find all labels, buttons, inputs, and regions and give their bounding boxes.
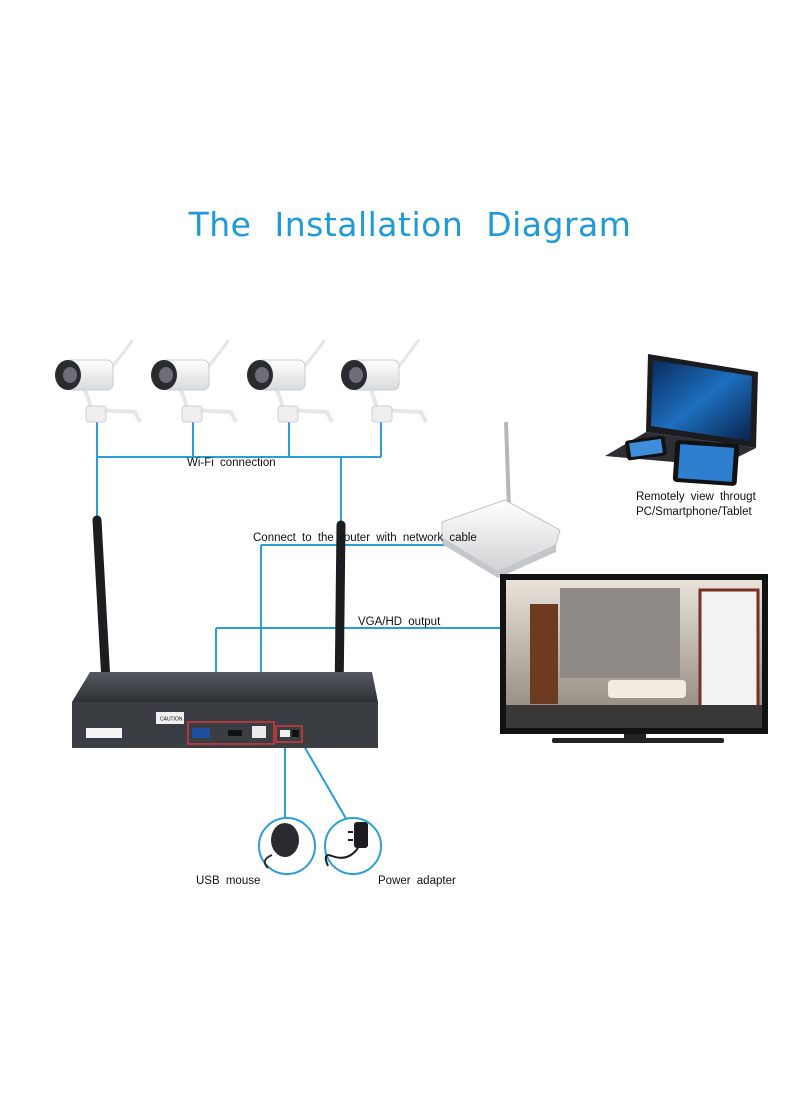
caution-label: CAUTION <box>160 717 183 723</box>
remote-view-label-line1: Remotely view througt <box>636 491 756 503</box>
wifi-camera-icon <box>151 339 238 423</box>
wifi-camera-icon <box>341 339 428 423</box>
usb-mouse-label: USB mouse <box>196 875 261 887</box>
monitor-icon <box>500 574 768 743</box>
wifi-camera-icon <box>247 339 334 423</box>
smartphone-icon <box>625 435 667 461</box>
diagram-title: The Installation Diagram <box>188 205 632 244</box>
nvr-recorder-icon: CAUTION <box>72 515 378 748</box>
power-adapter-icon <box>324 817 382 875</box>
wifi-camera-icon <box>55 339 142 423</box>
router-connection-label: Connect to the router with network cable <box>253 532 477 544</box>
usb-mouse-icon <box>258 817 316 875</box>
cable-lines <box>96 418 505 825</box>
vga-hd-output-label: VGA/HD output <box>358 616 441 628</box>
wifi-connection-label: Wi-Fi connection <box>187 457 276 469</box>
remote-view-label-line2: PC/Smartphone/Tablet <box>636 506 752 518</box>
router-icon <box>441 421 561 578</box>
tablet-icon <box>672 440 740 486</box>
power-adapter-label: Power adapter <box>378 875 456 887</box>
